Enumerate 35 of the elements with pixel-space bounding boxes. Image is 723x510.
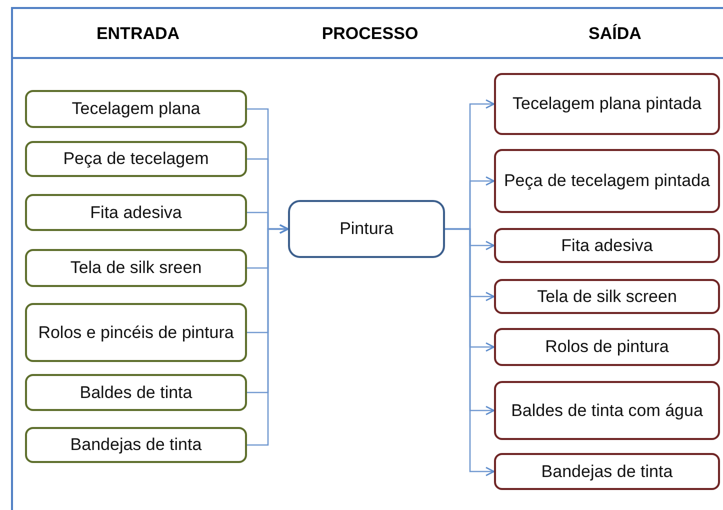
arrow [247, 224, 289, 446]
input-box [25, 141, 247, 177]
output-box [494, 328, 720, 366]
column-header: PROCESSO [322, 24, 418, 44]
arrow [445, 228, 495, 476]
node-label: Baldes de tinta [80, 382, 192, 404]
node-label: Tecelagem plana pintada [512, 93, 702, 116]
input-box [25, 303, 247, 362]
output-box [494, 279, 720, 314]
node-label: Tecelagem plana [72, 98, 200, 120]
node-label: Tela de silk sreen [70, 257, 202, 280]
input-box [25, 194, 247, 231]
column-header: ENTRADA [96, 24, 180, 44]
input-box [25, 427, 247, 463]
process-box [288, 200, 445, 258]
input-box [25, 249, 247, 287]
node-label: Fita adesiva [561, 234, 653, 257]
output-box [494, 149, 720, 213]
node-label: Rolos de pintura [545, 336, 669, 358]
node-label: Tela de silk screen [537, 286, 677, 308]
node-label: Bandejas de tinta [70, 434, 202, 456]
input-box [25, 90, 247, 128]
output-box [494, 73, 720, 135]
node-label: Peça de tecelagem [63, 148, 209, 170]
node-label: Baldes de tinta com água [511, 400, 703, 422]
output-box [494, 228, 720, 263]
node-label: Pintura [340, 218, 394, 240]
node-label: Bandejas de tinta [541, 460, 673, 483]
input-box [25, 374, 247, 411]
column-header: SAÍDA [588, 24, 642, 44]
node-label: Fita adesiva [90, 202, 182, 224]
output-box [494, 453, 720, 490]
output-box [494, 381, 720, 440]
node-label: Rolos e pincéis de pintura [38, 322, 234, 344]
node-label: Peça de tecelagem pintada [504, 170, 710, 192]
